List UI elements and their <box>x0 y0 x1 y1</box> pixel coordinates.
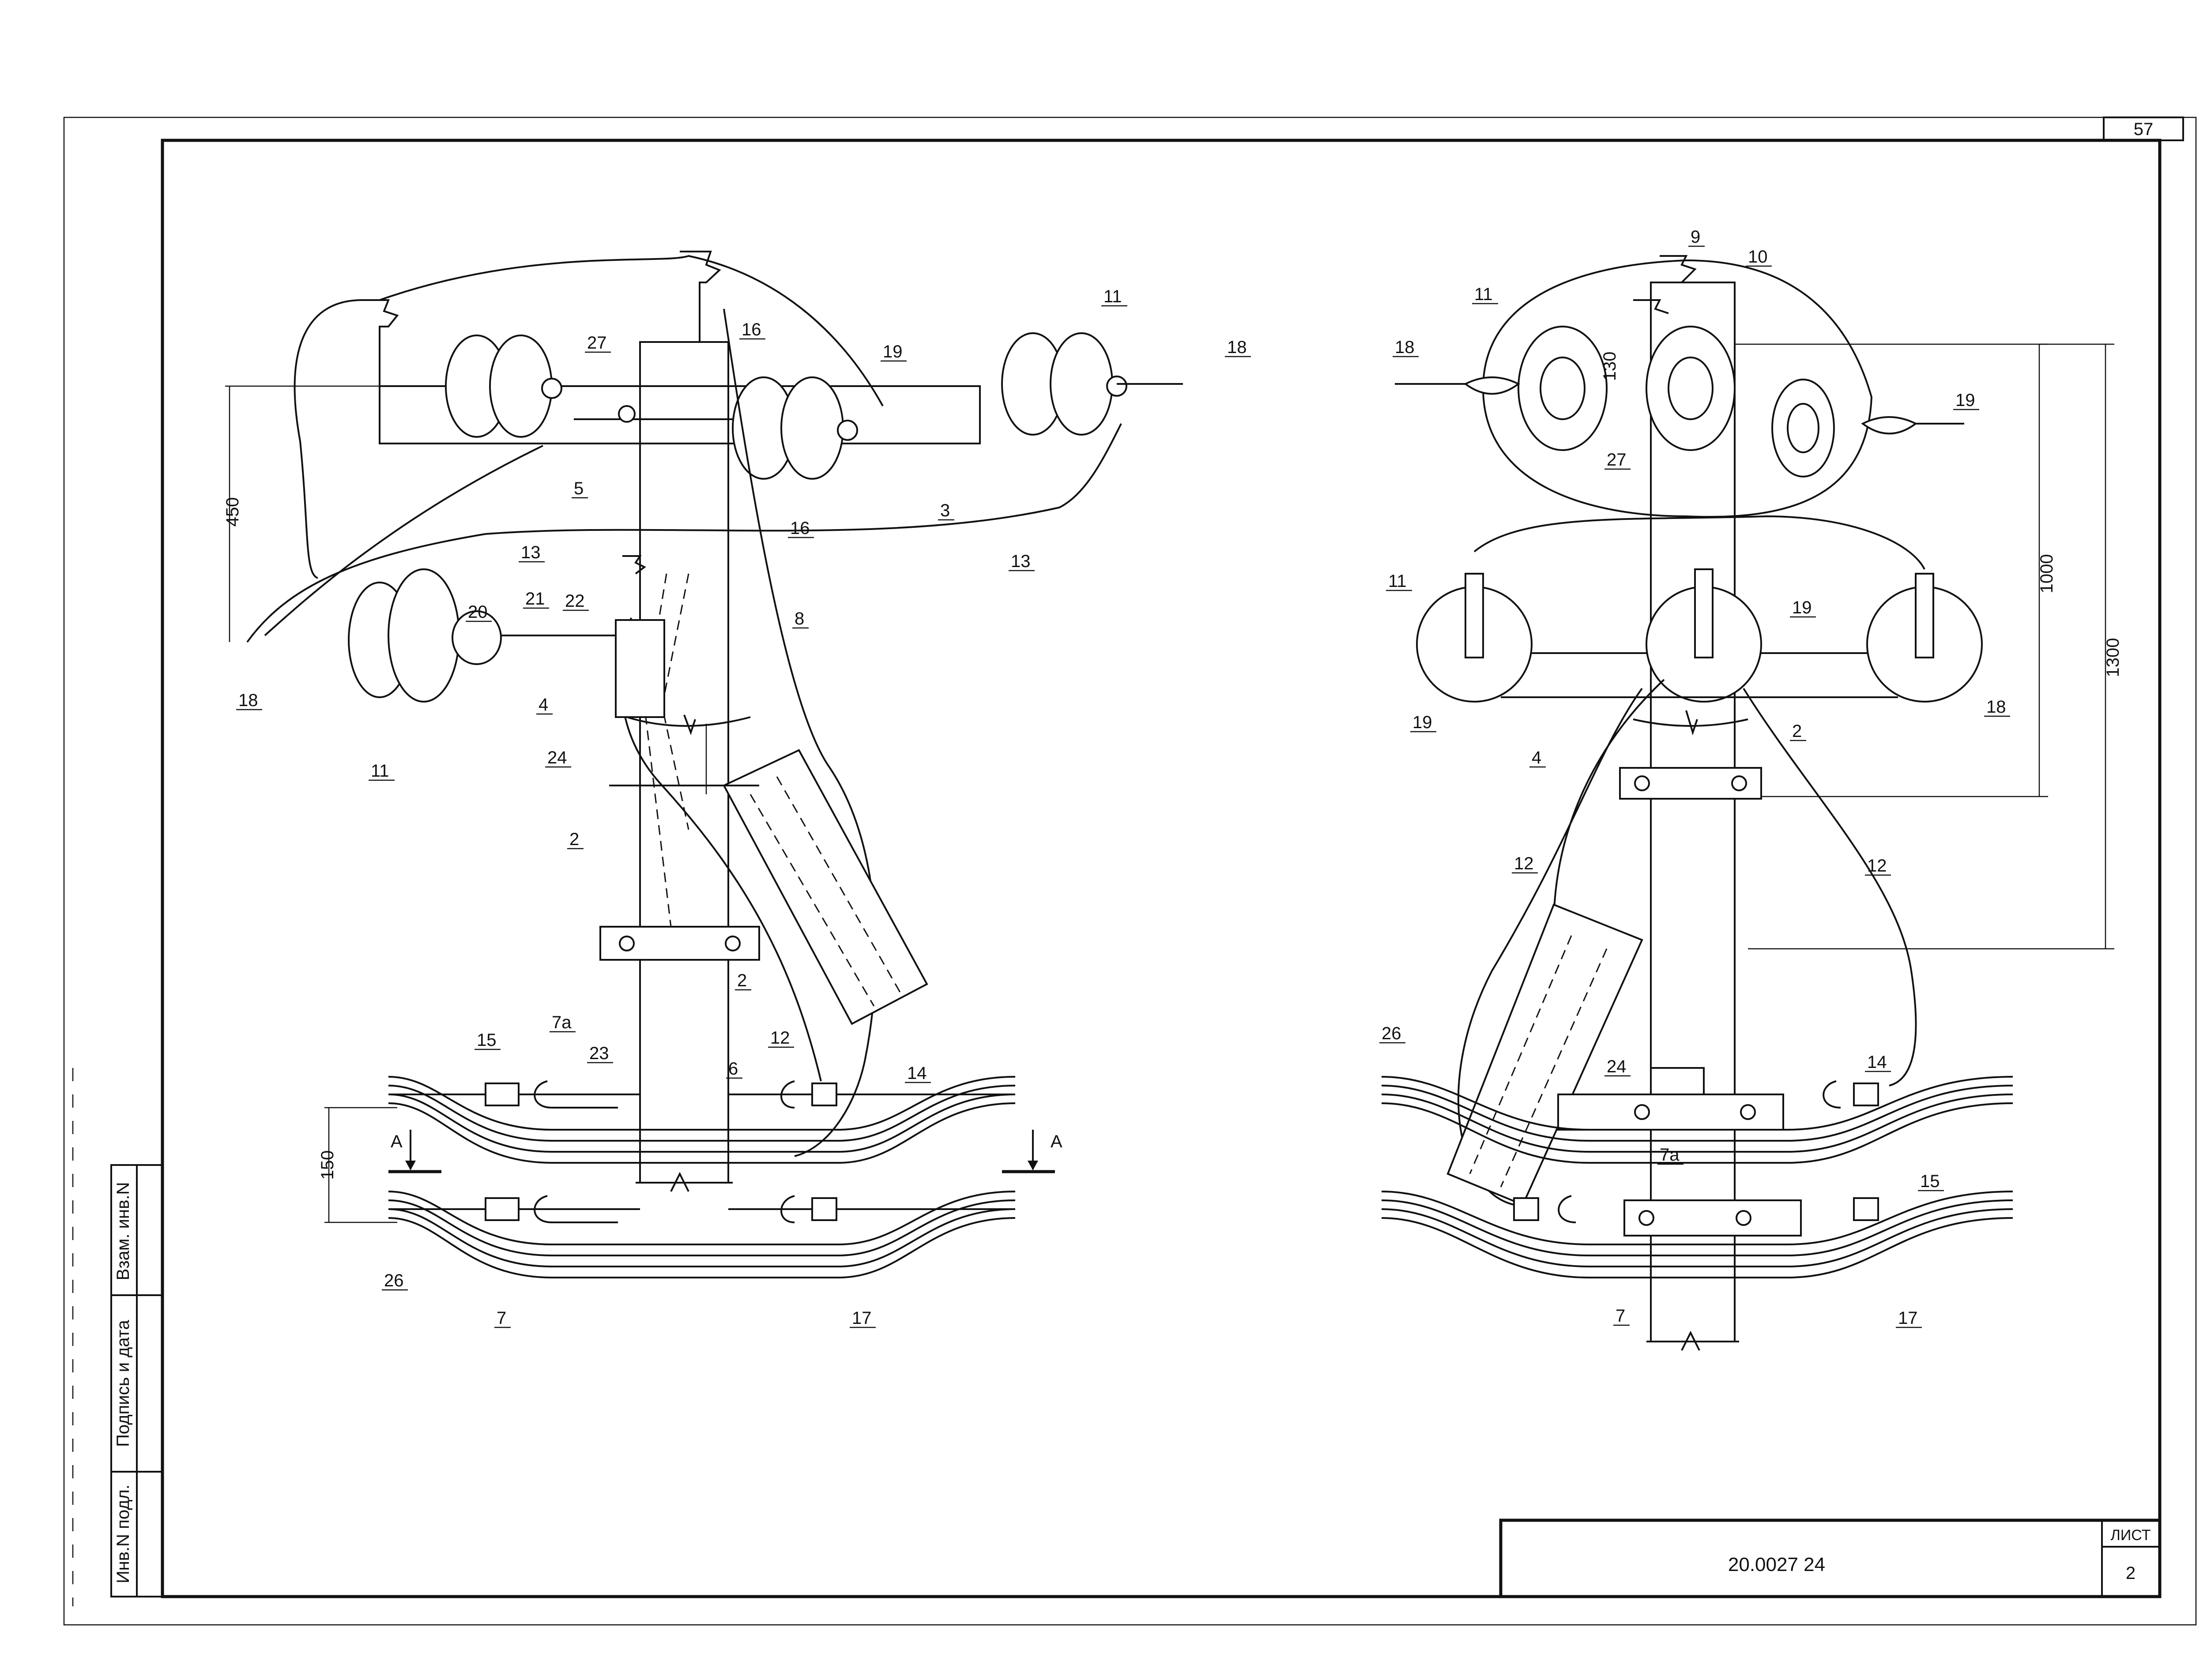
right-callout-3: 18 <box>1395 338 1415 357</box>
dim-450: 450 <box>223 497 242 527</box>
sheet-number: 2 <box>2126 1563 2135 1583</box>
left-view: 450 150 А А 2716191118531613138202122184… <box>223 251 1251 1328</box>
right-callout-17: 14 <box>1867 1052 1887 1072</box>
right-callout-20: 7 <box>1616 1306 1625 1326</box>
right-arrester-box <box>1446 903 1643 1206</box>
left-callout-18: 2 <box>569 830 579 849</box>
section-mark-a-right: А <box>1051 1132 1062 1151</box>
left-callout-22: 7а <box>552 1013 572 1032</box>
dim-150: 150 <box>318 1150 337 1180</box>
left-callout-4: 18 <box>1227 338 1247 357</box>
right-pole <box>1633 282 1748 1351</box>
right-callout-14: 12 <box>1867 856 1887 876</box>
right-dimensions: 1000 1300 130 <box>1600 343 2123 950</box>
right-lower-insulators <box>1416 515 1983 703</box>
left-pin-insulators <box>362 251 721 575</box>
outer-frame <box>63 117 2197 1626</box>
right-callout-1: 10 <box>1748 247 1768 267</box>
right-callout-10: 4 <box>1532 748 1541 767</box>
right-callout-16: 24 <box>1607 1057 1627 1076</box>
stamp-signature-date: Подпись и дата <box>113 1319 133 1447</box>
left-callout-23: 23 <box>589 1044 609 1063</box>
right-callout-8: 19 <box>1412 713 1432 732</box>
left-callout-24: 6 <box>728 1059 738 1079</box>
left-dimensions: 450 150 <box>223 385 397 1223</box>
left-callout-9: 13 <box>1011 552 1031 571</box>
right-callout-11: 18 <box>1986 697 2006 717</box>
right-clamps <box>1557 767 1802 1237</box>
stamp-replace-inv: Взам. инв.N <box>113 1182 133 1281</box>
right-callout-5: 27 <box>1607 450 1627 470</box>
dim-130: 130 <box>1600 352 1619 381</box>
right-view: 1000 1300 130 9 10 11 18 27 19 11 19 19 4 18 2 12 12 2… <box>1379 227 2123 1351</box>
top-number: 57 <box>2134 120 2154 139</box>
dim-1000: 1000 <box>2037 554 2056 594</box>
sheet-label: ЛИСТ <box>2111 1527 2151 1544</box>
left-callout-13: 22 <box>565 591 585 611</box>
left-section-marks: А А <box>388 1130 1062 1173</box>
right-callout-6: 19 <box>1955 391 1975 410</box>
left-callout-6: 3 <box>940 501 950 520</box>
right-callout-9: 19 <box>1792 598 1812 617</box>
left-arrester-box <box>615 619 928 1025</box>
left-callout-0: 27 <box>587 333 607 353</box>
left-callout-28: 17 <box>852 1308 872 1328</box>
title-block: 20.0027 24 ЛИСТ 2 <box>1499 1518 2162 1598</box>
left-callout-2: 19 <box>883 342 903 361</box>
side-stamp: Взам. инв.N Подпись и дата Инв.N подл. <box>110 1164 163 1597</box>
left-insulator-strings <box>348 332 1183 703</box>
left-callout-8: 13 <box>521 543 541 562</box>
left-callout-27: 7 <box>497 1308 506 1328</box>
stamp-original-inv: Инв.N подл. <box>113 1485 133 1583</box>
left-callout-15: 4 <box>539 695 548 714</box>
left-callout-10: 8 <box>795 609 804 628</box>
left-pole <box>626 341 751 1192</box>
doc-code: 20.0027 24 <box>1728 1554 1825 1575</box>
right-callout-13: 12 <box>1514 854 1534 873</box>
right-callout-7: 11 <box>1388 571 1407 591</box>
left-callout-14: 18 <box>238 691 258 710</box>
left-callout-21: 15 <box>477 1030 497 1050</box>
left-callout-1: 16 <box>742 320 761 339</box>
right-callout-15: 26 <box>1382 1024 1401 1043</box>
left-callout-25: 14 <box>907 1064 927 1083</box>
left-callout-7: 16 <box>790 519 810 538</box>
left-callout-5: 5 <box>574 479 584 498</box>
left-callout-3: 11 <box>1104 287 1122 306</box>
right-cable-bundles <box>1381 1076 2013 1278</box>
right-callout-12: 2 <box>1792 722 1802 741</box>
left-callout-19: 2 <box>737 971 747 990</box>
left-crossarm <box>379 385 981 444</box>
top-number-cell: 57 <box>2103 117 2184 141</box>
right-head <box>1395 255 1964 518</box>
right-callouts: 9 10 11 18 27 19 11 19 19 4 18 2 12 12 26 24 14 7а 15 7 17 <box>1379 227 2010 1328</box>
right-callout-0: 9 <box>1691 227 1700 247</box>
left-callout-12: 21 <box>525 589 545 609</box>
right-callout-2: 11 <box>1474 285 1493 304</box>
right-callout-19: 15 <box>1920 1172 1940 1191</box>
section-mark-a-left: А <box>391 1132 403 1151</box>
left-callout-17: 11 <box>371 761 389 781</box>
left-clamps <box>599 785 760 961</box>
right-callout-21: 17 <box>1898 1308 1918 1328</box>
left-callout-16: 24 <box>547 748 567 767</box>
left-callout-26: 26 <box>384 1271 404 1290</box>
left-cable-bundles <box>388 1076 1016 1278</box>
dim-1300: 1300 <box>2103 638 2123 677</box>
right-callout-18: 7а <box>1660 1145 1680 1165</box>
left-callout-11: 20 <box>468 602 488 622</box>
left-callout-20: 12 <box>770 1028 790 1048</box>
